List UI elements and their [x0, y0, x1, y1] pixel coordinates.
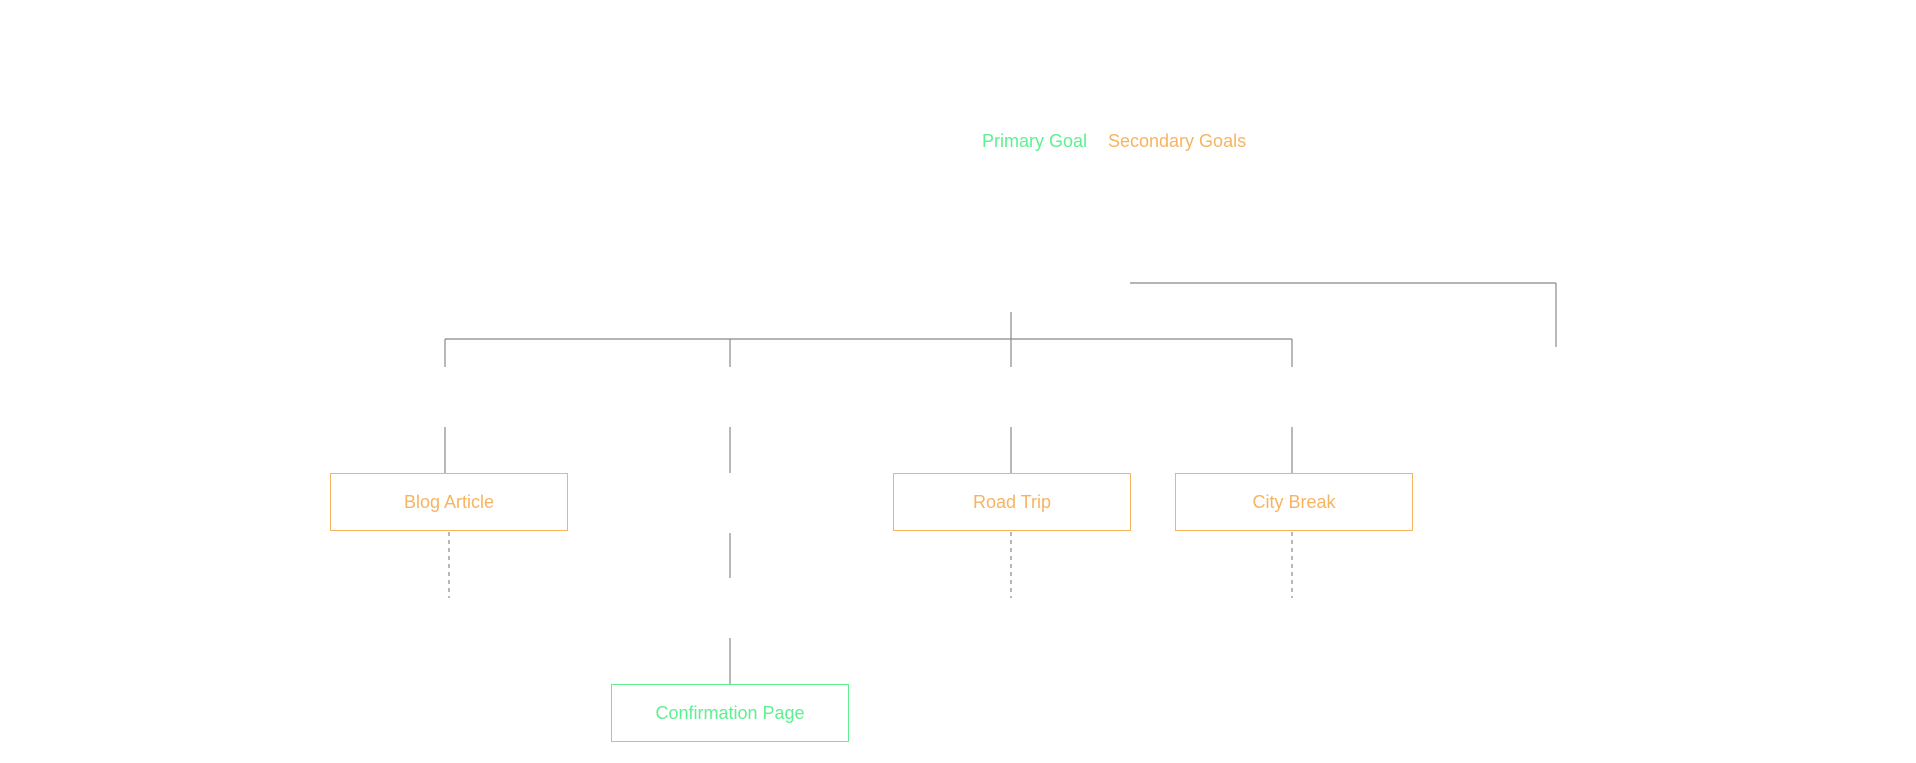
node-road-trip: Road Trip [893, 473, 1131, 531]
node-city-break: City Break [1175, 473, 1413, 531]
node-confirmation-page-label: Confirmation Page [655, 702, 805, 723]
node-blog-article: Blog Article [330, 473, 568, 531]
node-city-break-label: City Break [1252, 491, 1336, 512]
legend-primary-goal: Primary Goal [982, 131, 1088, 151]
node-confirmation-page: Confirmation Page [611, 684, 849, 742]
node-road-trip-label: Road Trip [972, 491, 1052, 512]
node-blog-article-label: Blog Article [403, 491, 495, 512]
legend-secondary-goals: Secondary Goals [1108, 131, 1247, 151]
